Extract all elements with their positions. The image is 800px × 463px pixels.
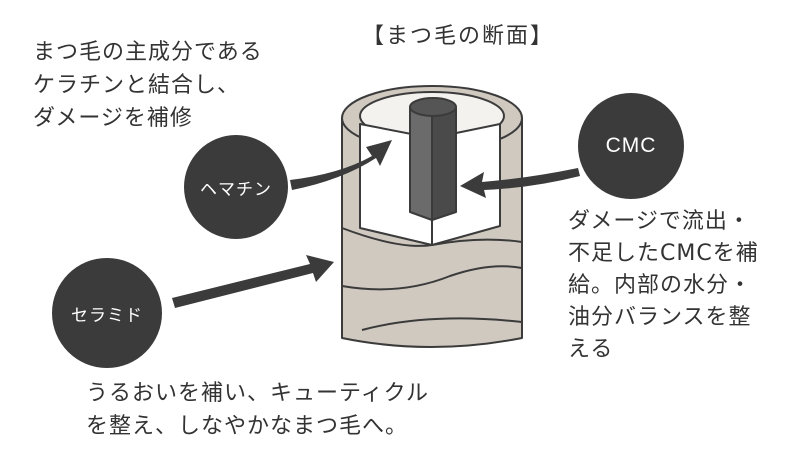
cuticle-scale-1 [341,227,523,247]
cmc-description: ダメージで流出・ 不足したCMCを補 給。内部の水分・ 油分バランスを整 える [568,209,759,362]
arrows [172,140,580,308]
eyelash-cylinder [341,85,523,348]
ceramide-arrow [172,255,334,308]
diagram-title: 【まつ毛の断面】 [362,24,555,49]
cuticle-scale-2 [341,265,523,291]
medulla-top [409,97,457,117]
ceramide-label: セラミド [71,305,143,326]
cuticle-scale-3 [361,317,523,331]
hematin-arrow [290,140,392,190]
hematin-label: ヘマチン [200,179,272,200]
cmc-bubble: CMC [578,93,684,199]
cmc-label: CMC [605,134,657,157]
cmc-arrow [460,168,580,198]
medulla-front [409,107,433,221]
hematin-bubble: ヘマチン [184,135,288,239]
hematin-description: まつ毛の主成分である ケラチンと結合し、 ダメージを補修 [33,40,263,131]
medulla-right [431,107,457,221]
ceramide-bubble: セラミド [52,258,162,368]
ceramide-description: うるおいを補い、キューティクル を整え、しなやかなまつ毛へ。 [86,381,430,439]
